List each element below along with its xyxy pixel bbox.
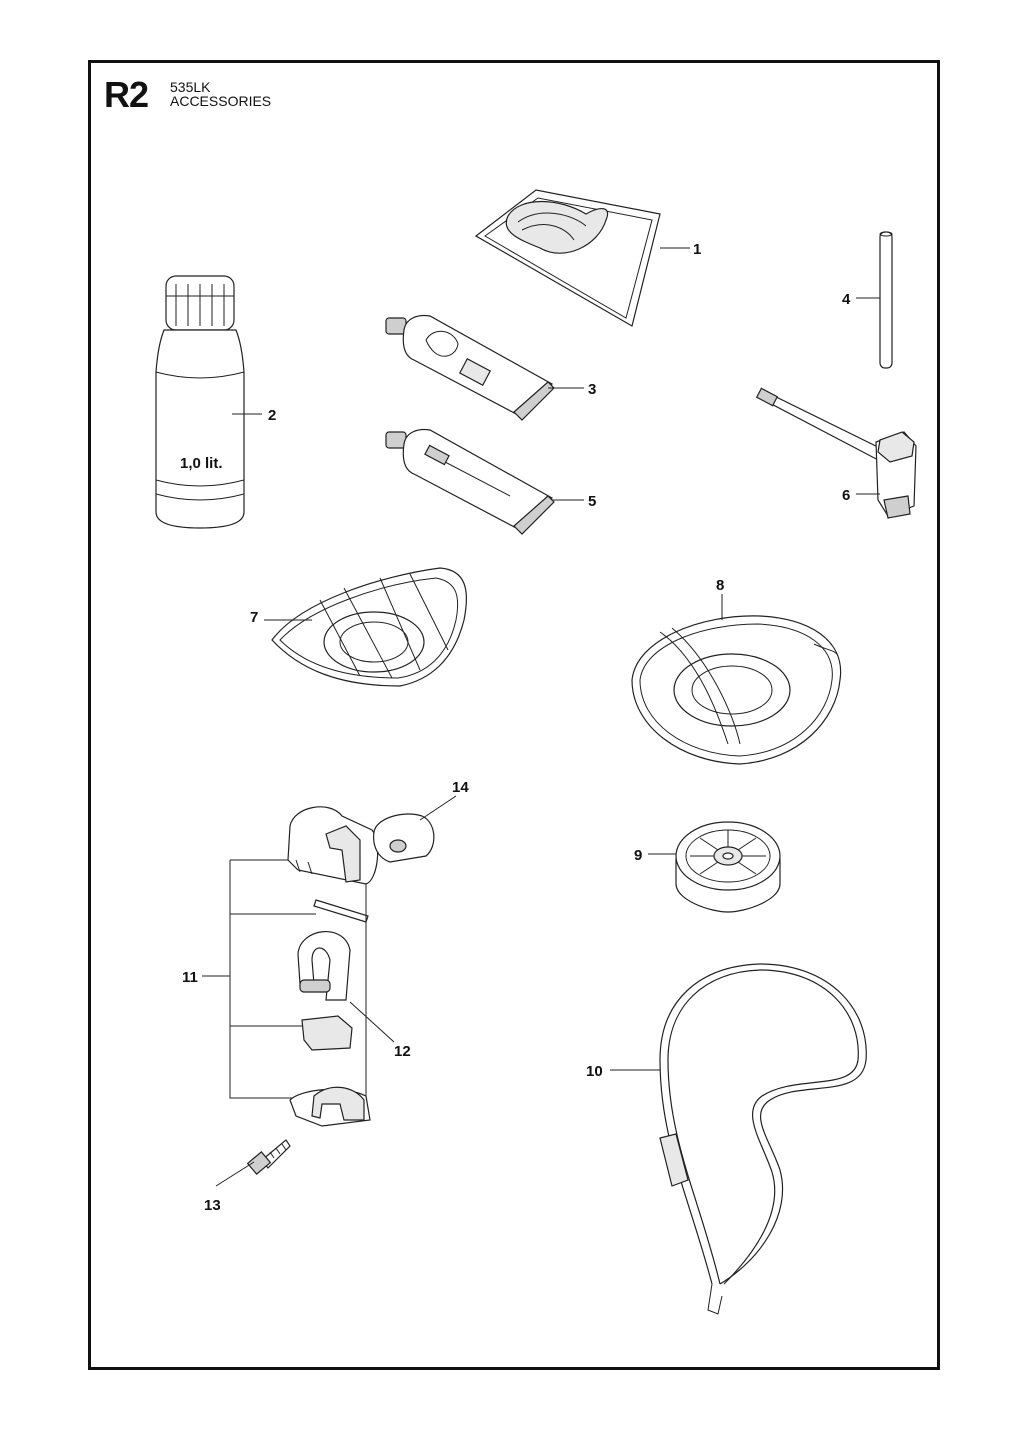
part-11-clamp-assembly [287,806,379,1127]
part-13-screw [246,1139,291,1175]
part-10-strap [659,963,867,1315]
callout-9: 9 [634,847,642,864]
callout-1: 1 [693,241,701,258]
callout-6: 6 [842,487,850,504]
part-3-tube [385,314,555,421]
part-5-tube [385,428,555,535]
part-2-bottle: 1,0 lit. [155,275,245,529]
part-7-guard [271,567,467,687]
callout-8: 8 [716,577,724,594]
callout-14: 14 [452,779,469,796]
callout-10: 10 [586,1063,603,1080]
part-9-spool [675,821,781,913]
callout-5: 5 [588,493,596,510]
page-code: R2 [104,74,149,115]
callout-labels: 1 2 3 4 5 6 7 8 9 10 11 12 13 14 [182,241,851,1214]
bottle-volume-label: 1,0 lit. [180,455,223,472]
callout-4: 4 [842,291,851,308]
part-14-nut [373,813,435,863]
callout-7: 7 [250,609,258,626]
callout-3: 3 [588,381,596,398]
section-title: ACCESSORIES [170,93,272,109]
part-8-guard [631,615,842,765]
callout-11: 11 [182,969,198,986]
callout-12: 12 [394,1043,411,1060]
page-frame [88,60,940,1370]
leader-lines [202,247,880,1187]
callout-13: 13 [204,1197,221,1214]
callout-2: 2 [268,407,276,424]
part-4-rod [879,231,893,369]
part-12-pin [299,979,331,993]
part-6-spanner [755,387,917,519]
part-1-cover [474,189,661,327]
model-name: 535LK [170,79,211,95]
